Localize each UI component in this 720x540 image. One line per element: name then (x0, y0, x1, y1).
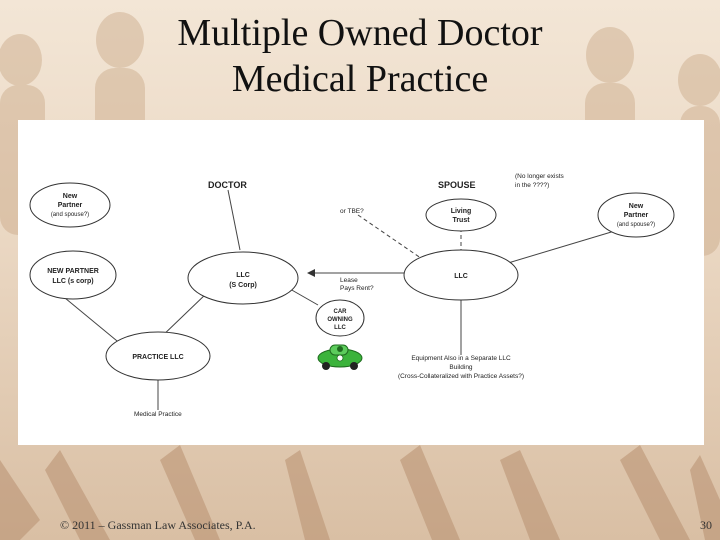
equipment-line-2: Building (449, 364, 473, 371)
spouse-note-line-1: (No longer exists (515, 173, 565, 180)
car-llc-line-2: OWNING (327, 317, 353, 323)
new-partner-right-line-2: Partner (624, 212, 649, 219)
new-partner-left-line-3: (and spouse?) (51, 212, 89, 218)
doctor-header: DOCTOR (208, 180, 247, 190)
node-new-partner-right: New Partner (and spouse?) (597, 192, 675, 238)
practice-llc-label: PRACTICE LLC (132, 354, 183, 361)
lease-label-line-2: Pays Rent? (340, 285, 374, 292)
new-partner-llc-line-1: NEW PARTNER (47, 268, 99, 275)
new-partner-right-line-3: (and spouse?) (617, 222, 655, 228)
living-trust-line-2: Trust (452, 217, 470, 224)
diagram-panel: DOCTOR SPOUSE (No longer exists in the ?… (18, 120, 704, 445)
node-spouse-llc: LLC (403, 249, 519, 301)
footer-copyright: © 2011 – Gassman Law Associates, P.A. (60, 518, 256, 532)
doctor-llc-line-1: LLC (236, 272, 250, 279)
new-partner-left-line-1: New (63, 193, 78, 200)
ownership-diagram: DOCTOR SPOUSE (No longer exists in the ?… (29, 173, 675, 418)
lease-label-line-1: Lease (340, 277, 358, 284)
doctor-llc-line-2: (S Corp) (229, 282, 257, 289)
equipment-line-3: (Cross-Collateralized with Practice Asse… (398, 373, 524, 380)
car-llc-line-3: LLC (334, 325, 346, 331)
equipment-line-1: Equipment Also in a Separate LLC (411, 355, 511, 362)
title-line-1: Multiple Owned Doctor (177, 12, 543, 54)
line-tbe-to-spouse-llc (357, 214, 429, 264)
car-icon (317, 344, 363, 370)
spouse-note-line-2: in the ????) (515, 182, 549, 189)
node-new-partner-left: New Partner (and spouse?) (29, 182, 111, 228)
medical-practice-label: Medical Practice (134, 411, 182, 418)
tbe-label: or TBE? (340, 208, 364, 215)
new-partner-right-line-1: New (629, 203, 644, 210)
page-number: 30 (700, 518, 712, 532)
line-doctor-to-doctor-llc (227, 189, 241, 251)
slide-title: Multiple Owned Doctor Medical Practice (0, 10, 720, 102)
title-line-2: Medical Practice (231, 58, 489, 100)
new-partner-left-line-2: Partner (58, 202, 83, 209)
node-practice-llc: PRACTICE LLC (105, 331, 211, 381)
node-doctor-llc: LLC (S Corp) (187, 251, 299, 305)
node-new-partner-llc: NEW PARTNER LLC (s corp) (29, 250, 117, 300)
line-spouse-llc-to-right-partner (507, 229, 619, 264)
new-partner-llc-line-2: LLC (s corp) (52, 278, 93, 285)
node-living-trust: Living Trust (425, 198, 497, 232)
spouse-header: SPOUSE (438, 180, 476, 190)
node-car-owning-llc: CAR OWNING LLC (315, 299, 365, 337)
spouse-llc-line-1: LLC (454, 273, 468, 280)
living-trust-line-1: Living (451, 208, 472, 215)
car-llc-line-1: CAR (334, 309, 348, 315)
